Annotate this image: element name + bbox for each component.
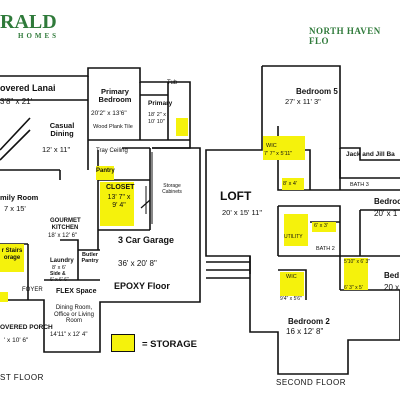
- garage-size: 36' x 20' 8": [118, 259, 157, 268]
- second-floor-label: SECOND FLOOR: [276, 378, 347, 387]
- lanai-name: overed Lanai: [0, 83, 56, 93]
- storage-area: [263, 136, 305, 160]
- primary-bath-name: Primary: [148, 100, 173, 107]
- bath2-label: BATH 2: [316, 246, 335, 252]
- storage-area: [282, 178, 304, 190]
- flex-space-name: FLEX Space: [56, 288, 97, 295]
- storage-area: [100, 182, 134, 226]
- lanai-size: 3'8" x 21': [0, 97, 33, 106]
- bedroom2-name: Bedroom 2: [288, 317, 330, 326]
- laundry-name: Laundry: [50, 258, 74, 264]
- storage-area: [280, 272, 304, 296]
- bedroom-far-size: 20 x: [384, 283, 400, 292]
- primary-bedroom-name: Primary Bedroom: [98, 87, 132, 105]
- jack-jill-label: Jack and Jill Ba: [346, 151, 395, 158]
- wic-right-size: 5'10" x 6' 3": [344, 259, 371, 265]
- utility-label: UTILITY: [284, 234, 303, 240]
- storage-legend-swatch: [111, 334, 135, 352]
- wic-left-label: WIC: [286, 274, 297, 280]
- porch-name: OVERED PORCH: [0, 324, 53, 331]
- brand-name: RALD: [0, 11, 57, 33]
- first-floor-label: ST FLOOR: [0, 373, 44, 382]
- family-room-name: mily Room: [0, 193, 39, 202]
- wic-left-size: 9'4" x 5'6": [280, 296, 302, 302]
- brand-subtitle: HOMES: [18, 32, 60, 40]
- bedroom5-size: 27' x 11' 3": [285, 97, 321, 106]
- side-entry-name: Side &: [50, 271, 66, 277]
- bedroom-far-name: Bed: [384, 271, 400, 280]
- plan-title: NORTH HAVEN FLO: [309, 26, 381, 46]
- storage-area: [96, 166, 114, 180]
- garage-name: 3 Car Garage: [118, 235, 175, 245]
- casual-dining-size: 12' x 11": [42, 145, 71, 154]
- bedroom-right-name: Bedroom: [374, 197, 400, 206]
- storage-area: [0, 292, 8, 302]
- storage-area: [284, 214, 308, 246]
- storage-cabinets-note: Storage Cabinets: [162, 183, 182, 195]
- pantry-label: Pantry: [96, 168, 115, 174]
- closet-name: CLOSET: [106, 184, 135, 191]
- stairs-label: r Stairs orage: [1, 248, 23, 261]
- utility-size: 6' x 3': [314, 223, 329, 229]
- brand-logo: RALD HOMES: [0, 12, 70, 40]
- tray-ceiling-note: Tray Ceiling: [96, 148, 128, 154]
- wic-right2-size: 6' 3" x 5': [344, 285, 363, 291]
- primary-bath-size: 10' 10": [148, 119, 165, 125]
- bath3-label: BATH 3: [350, 182, 369, 188]
- storage-area: [344, 258, 368, 290]
- loft-size: 20' x 15' 11": [222, 208, 262, 217]
- bedroom-right-size: 20' x 1: [374, 209, 398, 218]
- wic-top-label: WIC: [266, 143, 277, 149]
- kitchen-name: GOURMET KITCHEN: [50, 218, 81, 231]
- kitchen-size: 18' x 12' 6": [48, 233, 78, 239]
- casual-dining-name: Casual Dining: [49, 121, 75, 139]
- wic-mid-size: 8' x 4': [283, 181, 298, 187]
- side-entry-size: 6' x 6' 6": [50, 277, 69, 283]
- flex-space-desc: Dining Room, Office or Living Room: [54, 305, 94, 325]
- primary-bedroom-size: 20'2" x 13'6": [91, 110, 127, 117]
- wood-plank-note: Wood Plank Tile: [93, 124, 133, 130]
- butler-pantry: Butler Pantry: [81, 252, 99, 265]
- laundry-size: 8' x 6': [52, 265, 67, 271]
- closet-size: 13' 7" x 9' 4": [107, 194, 131, 209]
- primary-bath-size-top: 18' 2" x: [148, 112, 166, 118]
- porch-size: ' x 10' 6": [4, 337, 29, 344]
- wic-top-size: 7' 7" x 5'11": [264, 151, 293, 157]
- loft-name: LOFT: [220, 189, 252, 203]
- epoxy-floor-note: EPOXY Floor: [114, 281, 170, 291]
- family-room-size: 7 x 15': [4, 204, 26, 213]
- storage-legend-label: = STORAGE: [142, 339, 197, 350]
- bedroom2-size: 16 x 12' 8": [286, 327, 324, 336]
- storage-area: [312, 222, 336, 232]
- storage-area: [0, 244, 24, 272]
- foyer-label: FOYER: [22, 287, 43, 293]
- bedroom5-name: Bedroom 5: [296, 87, 338, 96]
- tub-label: Tub: [167, 80, 178, 86]
- storage-area: [176, 118, 188, 136]
- flex-space-size: 14'11" x 12' 4": [50, 332, 88, 338]
